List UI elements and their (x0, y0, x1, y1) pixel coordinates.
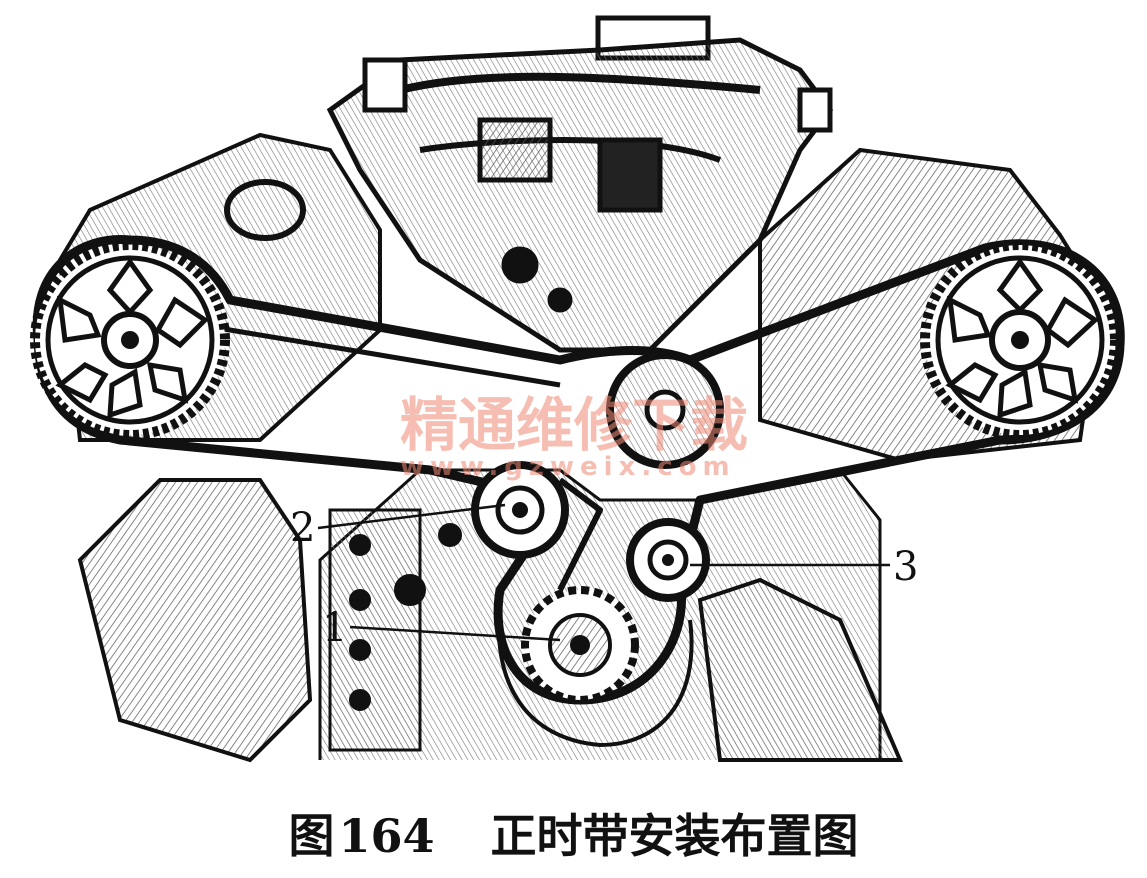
timing-belt-diagram: 精通维修下载 www.gzweix.com 2 1 3 (30, 15, 1125, 763)
svg-text:精通维修下载: 精通维修下载 (400, 391, 748, 459)
callout-2: 2 (290, 505, 315, 551)
callout-1: 1 (322, 605, 347, 651)
right-camshaft-sprocket (920, 240, 1120, 440)
callout-3: 3 (893, 544, 918, 590)
intake-manifold (326, 15, 834, 353)
crank-housing (496, 599, 694, 748)
idler-pulley (626, 518, 710, 602)
left-camshaft-sprocket (30, 240, 230, 440)
figure-number: 164 (338, 809, 435, 863)
svg-text:www.gzweix.com: www.gzweix.com (400, 452, 736, 482)
crankshaft-sprocket (521, 586, 639, 704)
tensioner-pulley (471, 461, 569, 559)
figure-label: 图 (288, 809, 335, 863)
upper-idler-pulley (606, 351, 724, 469)
watermark: 精通维修下载 www.gzweix.com (400, 391, 748, 482)
figure-caption: 图164 正时带安装布置图 (0, 800, 1147, 866)
callout-leaders (317, 503, 890, 642)
figure-title: 正时带安装布置图 (490, 809, 859, 863)
